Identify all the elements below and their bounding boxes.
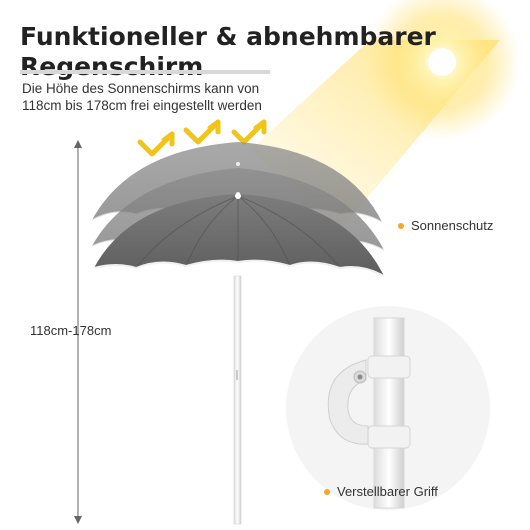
title-line-1: Funktioneller & abnehmbarer — [20, 22, 436, 51]
up-arrow-icon — [253, 119, 267, 135]
sun-core — [428, 48, 456, 76]
umbrella-icon — [93, 193, 385, 525]
subtitle-line-1: Die Höhe des Sonnenschirms kann von — [22, 81, 260, 96]
subtitle: Die Höhe des Sonnenschirms kann von 118c… — [22, 80, 322, 114]
measure-arrow-bottom — [74, 516, 82, 524]
up-arrow-icon — [161, 131, 175, 147]
height-range-label: 118cm-178cm — [30, 323, 112, 338]
measure-arrow-top — [74, 140, 82, 148]
title-line-2: Regenschirm — [20, 52, 204, 81]
bullet-dot — [324, 488, 330, 495]
callout-sun-protection: Sonnenschutz — [398, 218, 493, 233]
up-arrow-icon — [207, 119, 221, 135]
callout-adjustable-handle: Verstellbarer Griff — [324, 484, 438, 499]
subtitle-line-2: 118cm bis 178cm frei eingestellt werden — [22, 98, 262, 113]
bullet-dot — [398, 222, 404, 229]
title-underline — [20, 70, 270, 74]
page-title: Funktioneller & abnehmbarer Regenschirm — [20, 22, 436, 82]
handle-detail — [286, 306, 490, 510]
callout-label: Verstellbarer Griff — [337, 484, 438, 499]
callout-label: Sonnenschutz — [411, 218, 494, 233]
